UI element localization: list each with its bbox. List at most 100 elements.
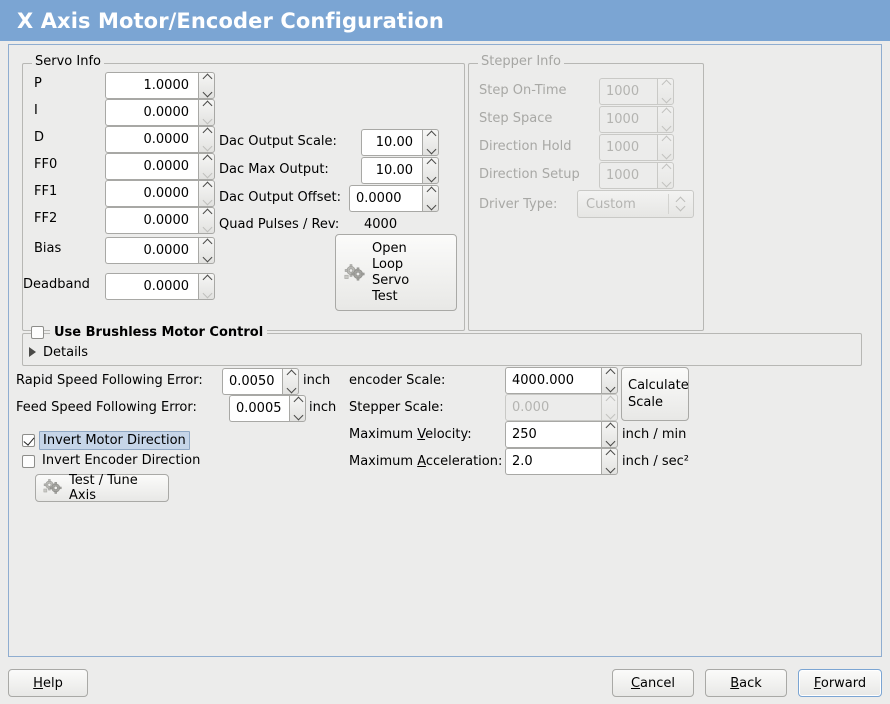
spin-up-icon[interactable] (423, 130, 438, 143)
spin-up-icon[interactable] (602, 422, 617, 435)
spin-down-icon[interactable] (423, 143, 438, 156)
spin-down-icon[interactable] (199, 251, 214, 264)
dac-max-output-value[interactable]: 10.00 (361, 157, 422, 184)
spin-down-icon[interactable] (602, 435, 617, 448)
invert-encoder-checkbox[interactable] (22, 455, 35, 468)
servo-value-ff0[interactable]: 0.0000 (105, 153, 198, 180)
servo-spin-ff1[interactable]: 0.0000 (105, 180, 215, 207)
servo-value-i[interactable]: 0.0000 (105, 99, 198, 126)
spinner-buttons[interactable] (198, 126, 215, 153)
spinner-buttons[interactable] (422, 157, 439, 184)
spin-up-icon[interactable] (199, 181, 214, 194)
feed-following-error-spin[interactable]: 0.0005 (229, 395, 306, 422)
max-acceleration-value[interactable]: 2.0 (505, 448, 601, 475)
forward-button[interactable]: Forward (798, 669, 882, 697)
spin-down-icon[interactable] (199, 221, 214, 234)
spin-down-icon[interactable] (423, 171, 438, 184)
servo-spin-p[interactable]: 1.0000 (105, 72, 215, 99)
max-acceleration-unit: inch / sec² (622, 454, 690, 469)
servo-value-ff1[interactable]: 0.0000 (105, 180, 198, 207)
details-expander-icon[interactable] (29, 347, 36, 357)
spinner-buttons[interactable] (198, 153, 215, 180)
servo-spin-deadband[interactable]: 0.0000 (105, 273, 215, 300)
dac-output-offset-value[interactable]: 0.0000 (349, 185, 422, 212)
spin-up-icon[interactable] (199, 100, 214, 113)
spin-up-icon[interactable] (602, 449, 617, 462)
max-velocity-value[interactable]: 250 (505, 421, 601, 448)
spin-down-icon[interactable] (290, 409, 305, 422)
open-loop-servo-test-button[interactable]: Open Loop Servo Test (335, 234, 457, 311)
spinner-buttons[interactable] (198, 207, 215, 234)
spin-up-icon[interactable] (423, 186, 438, 199)
combo-separator (668, 194, 669, 214)
invert-motor-checkbox[interactable] (22, 434, 35, 447)
spin-down-icon[interactable] (199, 86, 214, 99)
spin-down-icon[interactable] (199, 287, 214, 300)
back-mnemonic: B (730, 675, 740, 691)
dac-output-scale-spin[interactable]: 10.00 (361, 129, 439, 156)
spinner-buttons[interactable] (422, 129, 439, 156)
max-velocity-spin[interactable]: 250 (505, 421, 618, 448)
spin-down-icon[interactable] (423, 199, 438, 212)
servo-value-bias[interactable]: 0.0000 (105, 237, 198, 264)
servo-spin-ff0[interactable]: 0.0000 (105, 153, 215, 180)
spinner-buttons[interactable] (198, 180, 215, 207)
servo-spin-bias[interactable]: 0.0000 (105, 237, 215, 264)
spin-up-icon[interactable] (290, 396, 305, 409)
spinner-buttons[interactable] (601, 421, 618, 448)
encoder-scale-spin[interactable]: 4000.000 (505, 367, 618, 394)
servo-value-ff2[interactable]: 0.0000 (105, 207, 198, 234)
spin-up-icon[interactable] (423, 158, 438, 171)
spin-down-icon[interactable] (602, 462, 617, 475)
details-label[interactable]: Details (43, 345, 89, 360)
use-brushless-label[interactable]: Use Brushless Motor Control (50, 325, 268, 340)
dac-output-scale-value[interactable]: 10.00 (361, 129, 422, 156)
invert-encoder-label[interactable]: Invert Encoder Direction (42, 453, 201, 468)
spin-up-icon[interactable] (199, 274, 214, 287)
servo-spin-d[interactable]: 0.0000 (105, 126, 215, 153)
servo-spin-ff2[interactable]: 0.0000 (105, 207, 215, 234)
cancel-button[interactable]: Cancel (612, 669, 694, 697)
spinner-buttons[interactable] (198, 72, 215, 99)
spin-up-icon[interactable] (283, 369, 298, 382)
spin-down-icon[interactable] (199, 113, 214, 126)
spinner-buttons[interactable] (601, 367, 618, 394)
spinner-buttons[interactable] (601, 448, 618, 475)
spin-up-icon[interactable] (199, 154, 214, 167)
spinner-buttons[interactable] (198, 237, 215, 264)
spin-up-icon[interactable] (602, 368, 617, 381)
use-brushless-checkbox[interactable] (31, 326, 44, 339)
servo-value-p[interactable]: 1.0000 (105, 72, 198, 99)
spin-down-icon[interactable] (602, 381, 617, 394)
spin-up-icon[interactable] (199, 238, 214, 251)
spinner-buttons[interactable] (282, 368, 299, 395)
rapid-following-error-value[interactable]: 0.0050 (222, 368, 282, 395)
back-button[interactable]: Back (705, 669, 787, 697)
spin-down-icon[interactable] (283, 382, 298, 395)
invert-motor-label[interactable]: Invert Motor Direction (39, 431, 190, 450)
spin-down-icon[interactable] (199, 167, 214, 180)
max-acceleration-spin[interactable]: 2.0 (505, 448, 618, 475)
spin-up-icon[interactable] (199, 73, 214, 86)
dac-max-output-spin[interactable]: 10.00 (361, 157, 439, 184)
spin-down-icon[interactable] (199, 140, 214, 153)
spinner-buttons[interactable] (198, 99, 215, 126)
spin-up-icon[interactable] (199, 208, 214, 221)
spinner-buttons[interactable] (422, 185, 439, 212)
encoder-scale-value[interactable]: 4000.000 (505, 367, 601, 394)
dac-output-offset-spin[interactable]: 0.0000 (349, 185, 439, 212)
step-space-spin: 1000 (599, 106, 674, 133)
servo-info-legend: Servo Info (32, 55, 104, 69)
calculate-scale-button[interactable]: Calculate Scale (621, 367, 689, 421)
servo-value-d[interactable]: 0.0000 (105, 126, 198, 153)
rapid-following-error-spin[interactable]: 0.0050 (222, 368, 299, 395)
servo-spin-i[interactable]: 0.0000 (105, 99, 215, 126)
servo-value-deadband[interactable]: 0.0000 (105, 273, 198, 300)
test-tune-axis-button[interactable]: Test / Tune Axis (35, 473, 169, 503)
spinner-buttons[interactable] (289, 395, 306, 422)
help-button[interactable]: Help (8, 669, 88, 697)
spinner-buttons[interactable] (198, 273, 215, 300)
spin-down-icon[interactable] (199, 194, 214, 207)
feed-following-error-value[interactable]: 0.0005 (229, 395, 289, 422)
spin-up-icon[interactable] (199, 127, 214, 140)
